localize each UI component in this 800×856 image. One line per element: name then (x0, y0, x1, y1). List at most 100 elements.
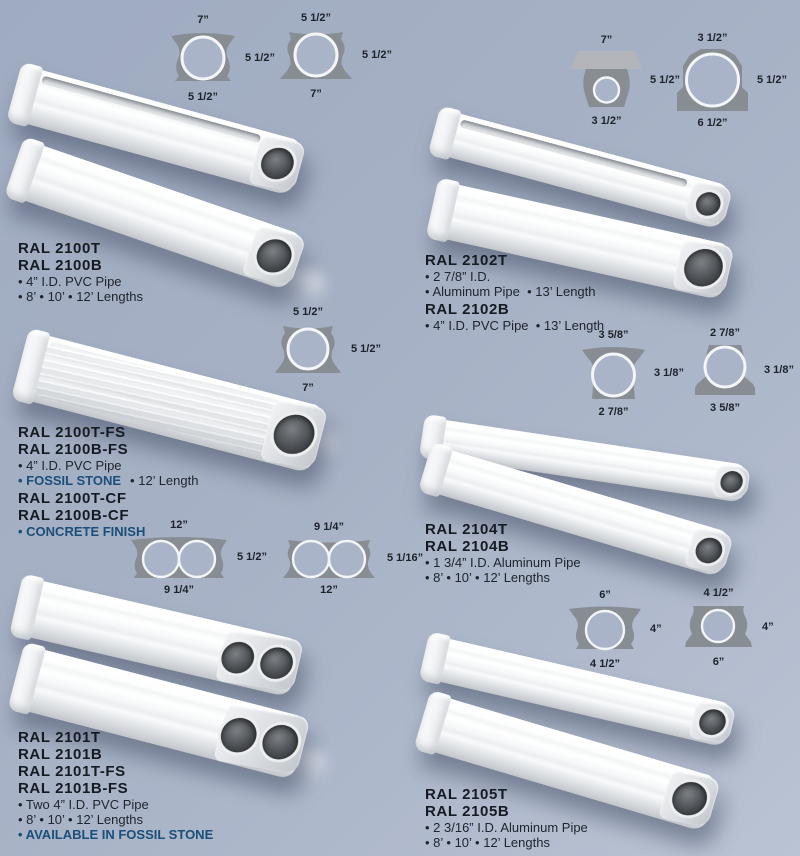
cross-section-2104t: 3 5/8” 2 7/8” 3 1/8” (580, 328, 684, 419)
profile-shape-svg (283, 539, 375, 579)
rail-crown (418, 631, 452, 685)
cross-section-2105t: 6” 4 1/2” 4” (567, 588, 662, 671)
pipe-hole (218, 639, 258, 676)
dimension-label-right: 4” (762, 620, 774, 633)
product-feature: • 8’ • 10’ • 12’ Lengths (425, 570, 550, 585)
product-feature: • 4” I.D. PVC Pipe • 13’ Length (425, 318, 605, 333)
dimension-label-top: 12” (170, 519, 188, 531)
product-feature: • Aluminum Pipe • 13’ Length (425, 284, 596, 299)
dimension-label-top: 5 1/2” (293, 306, 323, 318)
pipe-hole (269, 411, 319, 458)
rail-crown (413, 689, 452, 756)
product-feature: • Two 4” I.D. PVC Pipe (18, 797, 149, 812)
feature-fossil-stone: • FOSSIL STONE (18, 473, 122, 488)
rail-crown (427, 105, 462, 161)
rail-crown (8, 573, 45, 641)
rail-crown (425, 177, 461, 243)
rail-end-face (657, 769, 722, 828)
product-code: RAL 2105T (425, 786, 508, 803)
profile-shape-svg (280, 32, 352, 79)
product-code: RAL 2100T-FS (18, 424, 126, 441)
product-feature: • 2 3/16” I.D. Aluminum Pipe (425, 820, 588, 835)
cross-section-2101t: 12” 9 1/4” 5 1/2” (128, 518, 267, 597)
dimension-label-bottom: 4 1/2” (590, 658, 620, 670)
profile-shape-svg (685, 606, 752, 647)
dimension-label-right: 4” (650, 622, 662, 635)
dimension-label-top: 7” (600, 34, 613, 46)
dimension-label-right: 5 1/2” (351, 342, 381, 355)
pipe-hole (257, 645, 297, 681)
product-code: RAL 2101T-FS (18, 763, 126, 780)
product-code: RAL 2100B (18, 257, 103, 274)
product-block-2100: RAL 2100T RAL 2100B • 4” I.D. PVC Pipe •… (18, 240, 143, 304)
dimension-label-top: 7” (197, 14, 209, 26)
profile-shape-svg (275, 326, 341, 373)
product-block-2104: RAL 2104T RAL 2104B • 1 3/4” I.D. Alumin… (425, 521, 581, 585)
product-code: RAL 2100T-CF (18, 490, 127, 507)
pipe-hole (216, 715, 261, 756)
product-code: RAL 2100T (18, 240, 101, 257)
dimension-label-right: 3 1/8” (654, 366, 684, 379)
dimension-label-top: 9 1/4” (314, 521, 344, 533)
pipe-hole (668, 778, 712, 819)
dimension-label-bottom: 5 1/2” (188, 91, 218, 103)
product-block-2105: RAL 2105T RAL 2105B • 2 3/16” I.D. Alumi… (425, 786, 588, 850)
product-code: RAL 2104T (425, 521, 508, 538)
dimension-label-bottom: 7” (302, 382, 314, 394)
product-feature: • 4” I.D. PVC Pipe (18, 274, 122, 289)
feature-available-fossil-stone: • AVAILABLE IN FOSSIL STONE (18, 827, 214, 842)
pipe-hole (257, 145, 298, 182)
product-block-2101: RAL 2101T RAL 2101B RAL 2101T-FS RAL 210… (18, 729, 213, 842)
cross-section-2100fs: 5 1/2” 7” 5 1/2” (272, 305, 381, 395)
profile-shape-svg (171, 33, 235, 81)
pipe-hole (692, 535, 726, 566)
cross-section-2102b: 3 1/2” 6 1/2” 5 1/2” (675, 31, 787, 130)
dimension-label-right: 3 1/8” (764, 363, 794, 376)
dimension-label-right: 5 1/2” (237, 550, 267, 563)
dimension-label-bottom: 3 5/8” (710, 402, 740, 414)
feature-concrete-finish: • CONCRETE FINISH (18, 524, 146, 539)
cross-section-2104b: 2 7/8” 3 5/8” 3 1/8” (693, 326, 794, 415)
rail-crown (7, 641, 47, 715)
product-feature: • 1 3/4” I.D. Aluminum Pipe (425, 555, 581, 570)
product-feature: • 8’ • 10’ • 12’ Lengths (18, 812, 143, 827)
cross-section-2105b: 4 1/2” 6” 4” (682, 586, 774, 669)
dimension-label-right: 5 1/2” (362, 48, 392, 61)
dimension-label-right: 5 1/16” (387, 551, 424, 564)
product-code: RAL 2104B (425, 538, 510, 555)
rail-end-face (688, 700, 737, 744)
pipe-hole (252, 235, 297, 277)
cross-section-2101b: 9 1/4” 12” 5 1/16” (278, 520, 423, 597)
cross-section-2100b: 5 1/2” 7” 5 1/2” (277, 11, 392, 101)
product-code: RAL 2105B (425, 803, 510, 820)
product-code: RAL 2101T (18, 729, 101, 746)
product-code: RAL 2101B-FS (18, 780, 129, 797)
rail-end-face (683, 527, 735, 574)
cross-section-2100t: 7” 5 1/2” 5 1/2” (168, 13, 275, 104)
dimension-label-top: 3 1/2” (697, 32, 728, 44)
product-feature: • 8’ • 10’ • 12’ Lengths (18, 289, 143, 304)
cross-section-2102t: 7” 3 1/2” 5 1/2” (570, 33, 680, 128)
rail-end-face (683, 181, 734, 226)
feature-length: • 12’ Length (130, 473, 199, 488)
pipe-hole (696, 707, 729, 737)
dimension-label-top: 6” (599, 589, 611, 601)
product-feature: • 2 7/8” I.D. (425, 269, 491, 284)
rail-end-face (215, 630, 305, 692)
dimension-label-bottom: 12” (320, 584, 338, 596)
rail-end-face (672, 239, 735, 296)
pipe-hole (258, 722, 302, 763)
dimension-label-right: 5 1/2” (757, 73, 787, 86)
dimension-label-top: 4 1/2” (703, 587, 734, 599)
product-feature: • 4” I.D. PVC Pipe (18, 458, 122, 473)
rail-crown (3, 136, 46, 204)
profile-shape-svg (677, 49, 748, 111)
product-code: RAL 2100B-CF (18, 507, 130, 524)
product-feature: • 8’ • 10’ • 12’ Lengths (425, 835, 550, 850)
rail-crown (10, 327, 51, 405)
product-block-2100fs-cf: RAL 2100T-FS RAL 2100B-FS • 4” I.D. PVC … (18, 424, 198, 539)
dimension-label-right: 5 1/2” (245, 51, 275, 64)
product-code: RAL 2102B (425, 301, 510, 318)
dimension-label-top: 5 1/2” (301, 12, 331, 24)
